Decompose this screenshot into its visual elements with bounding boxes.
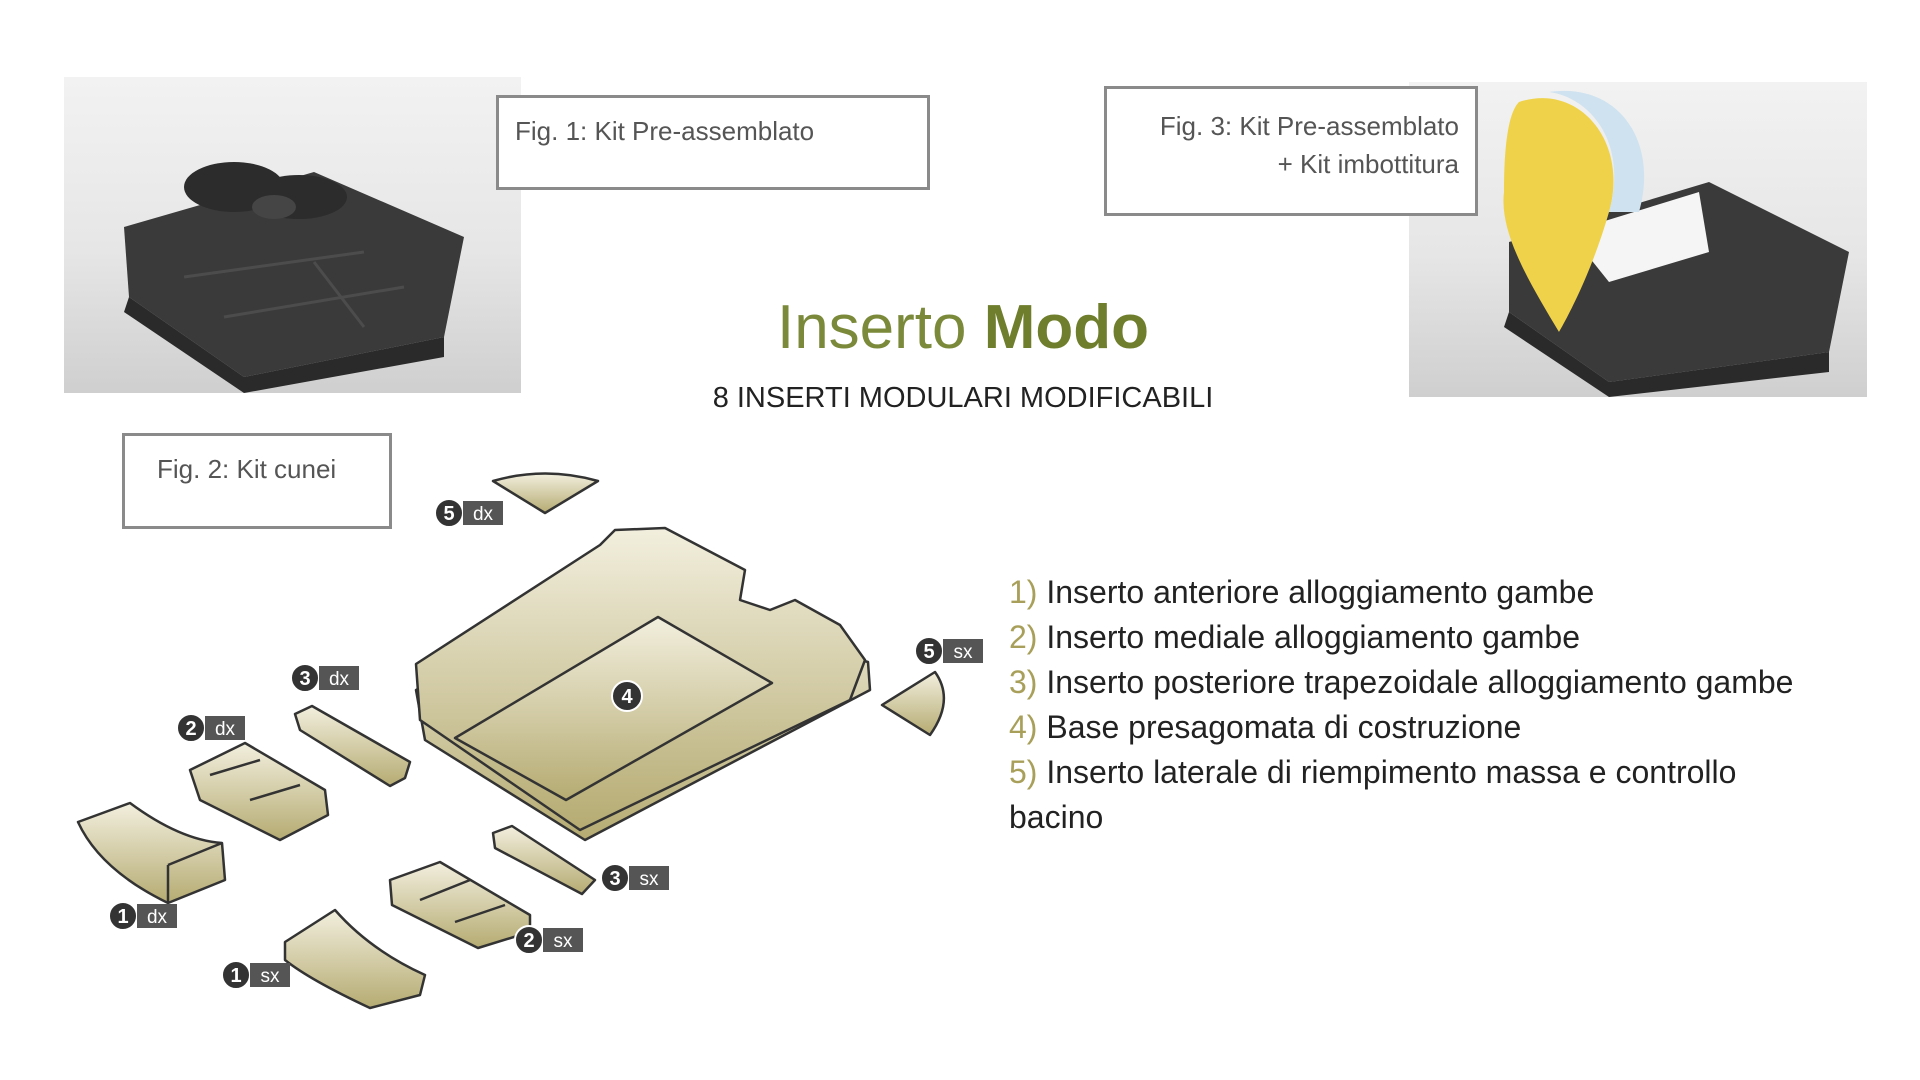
svg-text:dx: dx	[147, 907, 168, 928]
svg-text:2: 2	[185, 718, 196, 740]
legend-item: 4) Base presagomata di costruzione	[1009, 709, 1522, 745]
svg-text:sx: sx	[554, 931, 574, 952]
legend-item: 2) Inserto mediale alloggiamento gambe	[1009, 619, 1580, 655]
piece-3sx	[491, 824, 597, 896]
label-5sx: 5 sx	[914, 636, 983, 666]
svg-text:5: 5	[923, 641, 934, 663]
svg-text:3: 3	[299, 668, 310, 690]
svg-text:1: 1	[230, 965, 241, 987]
svg-text:sx: sx	[640, 869, 660, 890]
svg-text:1: 1	[117, 906, 128, 928]
label-5dx: 5 dx	[434, 498, 503, 528]
label-1sx: 1 sx	[221, 960, 290, 990]
svg-text:sx: sx	[261, 966, 281, 987]
fig3-caption-box: Fig. 3: Kit Pre-assemblato + Kit imbotti…	[1104, 86, 1478, 216]
svg-text:dx: dx	[329, 669, 350, 690]
label-2sx: 2 sx	[514, 925, 583, 955]
fig1-caption: Fig. 1: Kit Pre-assemblato	[515, 116, 815, 146]
piece-1dx	[76, 801, 227, 905]
legend-item: 5) Inserto laterale di riempimento massa…	[1009, 754, 1737, 835]
title-regular: Inserto	[776, 293, 967, 362]
label-2dx: 2 dx	[176, 713, 245, 743]
label-4: 4	[611, 680, 643, 712]
legend-list: 1) Inserto anteriore alloggiamento gambe…	[1009, 570, 1809, 840]
svg-text:sx: sx	[954, 642, 974, 663]
svg-text:dx: dx	[473, 504, 494, 525]
fig1-caption-box: Fig. 1: Kit Pre-assemblato	[496, 95, 930, 190]
legend-item: 1) Inserto anteriore alloggiamento gambe	[1009, 574, 1595, 610]
piece-2dx	[188, 741, 330, 842]
piece-5sx	[880, 670, 946, 737]
svg-text:dx: dx	[215, 719, 236, 740]
svg-text:3: 3	[609, 868, 620, 890]
page-title: Inserto Modo	[600, 292, 1326, 363]
piece-4-inner-rect	[453, 615, 774, 802]
svg-text:2: 2	[523, 930, 534, 952]
fig2-caption-box: Fig. 2: Kit cunei	[122, 433, 392, 529]
label-1dx: 1 dx	[108, 901, 177, 931]
svg-text:4: 4	[621, 686, 633, 708]
label-3dx: 3 dx	[290, 663, 359, 693]
title-bold: Modo	[983, 293, 1150, 362]
fig2-caption: Fig. 2: Kit cunei	[157, 454, 337, 484]
piece-3dx	[293, 704, 412, 788]
label-3sx: 3 sx	[600, 863, 669, 893]
piece-2sx	[388, 860, 532, 950]
fig3-photo-cushion-with-padding	[1409, 82, 1867, 397]
page-subtitle: 8 INSERTI MODULARI MODIFICABILI	[712, 382, 1214, 414]
fig1-photo-cushion-preassembled	[64, 77, 521, 393]
piece-1sx	[283, 908, 427, 1010]
fig3-caption-line2: + Kit imbottitura	[1277, 149, 1459, 179]
piece-5dx	[491, 472, 600, 515]
svg-text:5: 5	[443, 503, 454, 525]
fig3-caption-line1: Fig. 3: Kit Pre-assemblato	[1159, 111, 1459, 141]
legend-item: 3) Inserto posteriore trapezoidale allog…	[1009, 664, 1794, 700]
